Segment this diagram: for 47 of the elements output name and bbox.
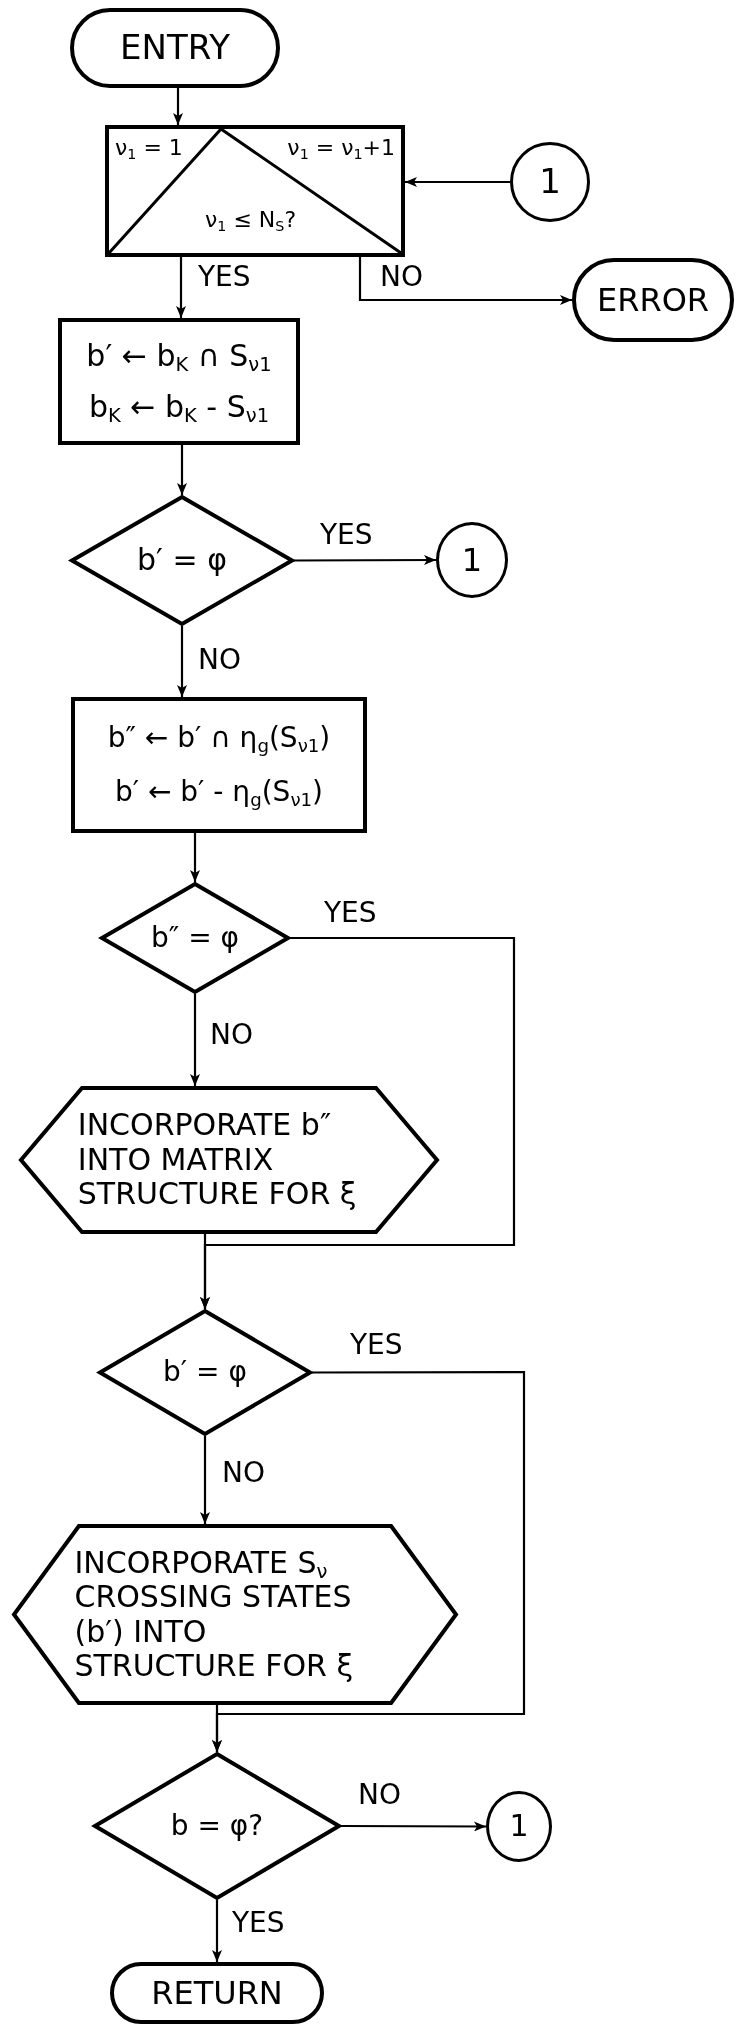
- node-text: b′ ← b′ - η$_{g}$(S$_{ν1}$): [114, 775, 324, 808]
- node-text: ENTRY: [120, 28, 230, 68]
- node-text: 1: [509, 1809, 529, 1844]
- process-box: [71, 697, 367, 833]
- connector-circle: [510, 142, 590, 222]
- flow-arrow: [405, 177, 510, 187]
- flow-arrow: [200, 936, 516, 1309]
- preparation-hexagon: [19, 1086, 439, 1234]
- connector-circle: [436, 522, 508, 598]
- node-text: 1: [461, 541, 483, 579]
- flow-arrow: [177, 626, 187, 697]
- flow-arrow: [190, 833, 200, 882]
- node-text: ν$_{1}$ = 1: [115, 135, 183, 161]
- decision-diamond: [100, 882, 290, 994]
- flow-arrow: [212, 1900, 222, 1962]
- decision-diamond: [70, 495, 294, 626]
- node-text: b = φ?: [170, 1809, 264, 1843]
- flow-arrow: [177, 445, 187, 495]
- node-text: ν$_{1}$ ≤ N$_{S}$?: [205, 207, 297, 233]
- node-text: INCORPORATE b″ INTO MATRIX STRUCTURE FOR ξ: [77, 1108, 358, 1212]
- preparation-hexagon: [12, 1524, 458, 1705]
- node-text: RETURN: [151, 1974, 283, 2012]
- flow-arrow: [190, 994, 200, 1086]
- node-text: b′ ← b$_{K}$ ∩ S$_{ν1}$: [86, 338, 272, 374]
- node-text: b′ = φ: [163, 1356, 247, 1389]
- node-text: 1: [539, 162, 561, 202]
- flow-arrow: [212, 1370, 526, 1752]
- flow-arrow: [358, 257, 572, 305]
- node-text: ERROR: [596, 281, 710, 319]
- decision-diamond: [93, 1752, 341, 1900]
- node-text: ν$_{1}$ = ν$_{1}$+1: [287, 135, 395, 161]
- flow-arrow: [200, 1436, 210, 1524]
- terminal-box: [572, 258, 734, 342]
- node-text: b′ = φ: [137, 543, 227, 578]
- flow-arrow: [294, 555, 436, 566]
- terminal-box: [70, 8, 280, 88]
- process-box: [58, 318, 300, 445]
- terminal-box: [110, 1962, 324, 2024]
- decision-diamond: [98, 1309, 312, 1436]
- flow-arrow: [176, 257, 186, 318]
- node-text: b″ ← b′ ∩ η$_{g}$(S$_{ν1}$): [107, 722, 331, 755]
- connector-circle: [486, 1791, 552, 1862]
- node-text: b″ = φ: [151, 921, 239, 955]
- node-text: b$_{K}$ ← b$_{K}$ - S$_{ν1}$: [88, 389, 270, 425]
- node-text: INCORPORATE S$_{ν}$ CROSSING STATES (b′) INTO STRUCTURE FOR ξ: [74, 1545, 355, 1684]
- flow-arrow: [173, 88, 183, 125]
- flow-arrow: [341, 1821, 486, 1832]
